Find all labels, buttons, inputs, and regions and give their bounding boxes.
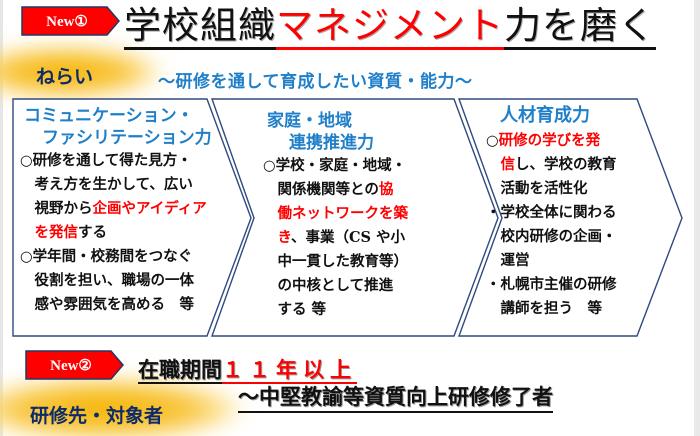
body-line: き、事業（CS や小 (277, 229, 406, 246)
panel-body: ○研修を通して得た見方・ 考え方を生かして、広い 視野から企画やアイディア を発… (20, 149, 220, 317)
chevron-panel-2 (211, 98, 499, 337)
panel-heading: 連携推進力 (289, 133, 374, 153)
title-part1: 学校組織 (124, 6, 276, 50)
body-line: ○学校・家庭・地域・ (263, 157, 407, 174)
badge-label: New② (50, 357, 92, 374)
right-edge (694, 0, 700, 436)
badge-arrow-shape (25, 350, 124, 380)
body-line: 役割を担い、職場の一体 (20, 272, 194, 289)
body-line: 運営 (486, 252, 530, 269)
body-line: 中一貫した教育等） (263, 253, 408, 270)
body-line: 関係機関等との協 (263, 181, 394, 198)
body-line: する 等 (263, 301, 327, 318)
body-line: 信し、学校の教育 (500, 156, 617, 173)
body-line: 講師を担う 等 (486, 300, 602, 317)
left-edge (0, 0, 3, 436)
body-line: 活動を活性化 (486, 180, 588, 197)
body-line: ○研修を通して得た見方・ (20, 152, 192, 169)
panel-heading: コミュニケーション・ (24, 106, 194, 126)
title-highlight: マネジメント (276, 6, 504, 50)
chevron-panel-1 (12, 98, 252, 337)
title-part3: 力を磨く (504, 6, 656, 50)
new-badge-1: New① (21, 6, 121, 36)
page-title: 学校組織マネジメント力を磨く (124, 5, 656, 50)
new-badge-2: New② (25, 350, 125, 380)
panel-community-collaboration: 家庭・地域 連携推進力 ○学校・家庭・地域・ 関係機関等との協 働ネットワークを… (263, 110, 463, 322)
aim-subtitle: ～研修を通して育成したい資質・能力～ (158, 72, 473, 92)
aim-label: ねらい (36, 66, 94, 88)
body-line: 考え方を生かして、広い (20, 176, 193, 193)
badge-label: New① (46, 13, 88, 30)
body-line: ○研修の学びを発 (486, 132, 601, 149)
body-line: ・札幌市主催の研修 (486, 276, 617, 293)
panel-communication: コミュニケーション・ ファシリテーション力 ○研修を通して得た見方・ 考え方を生… (20, 105, 220, 317)
body-line: の中核として推進 (263, 277, 394, 294)
body-line: を発信する (34, 224, 108, 241)
badge-arrow-shape (21, 6, 120, 36)
body-line: ○学年間・校務間をつなぐ (20, 248, 193, 265)
eligibility-years: １１年以上 (222, 358, 357, 384)
panel-heading: 家庭・地域 (267, 111, 352, 131)
panel-heading: ファシリテーション力 (42, 128, 212, 148)
eligibility-requirement: ～中堅教諭等資質向上研修修了者 (238, 381, 553, 413)
body-line: 視野から企画やアイディア (20, 200, 207, 217)
panel-body: ○研修の学びを発 信し、学校の教育 活動を活性化 ・学校全体に関わる 校内研修の… (486, 129, 686, 321)
eligibility-line: 在職期間１１年以上 (138, 354, 357, 384)
body-line: 感や雰囲気を高める 等 (20, 296, 194, 313)
panel-human-resource-development: 人材育成力 ○研修の学びを発 信し、学校の教育 活動を活性化 ・学校全体に関わる… (486, 105, 686, 321)
eligibility-prefix: 在職期間 (138, 358, 222, 384)
chevron-panel-3 (457, 98, 683, 337)
panel-heading: 人材育成力 (500, 105, 590, 126)
body-line: ・学校全体に関わる (486, 204, 617, 221)
body-line: 校内研修の企画・ (486, 228, 617, 245)
panel-body: ○学校・家庭・地域・ 関係機関等との協 働ネットワークを築 き、事業（CS や小… (263, 154, 463, 322)
aim-label-glow (0, 46, 160, 98)
body-line: 働ネットワークを築 (277, 205, 409, 222)
target-label: 研修先・対象者 (30, 405, 164, 427)
target-label-glow (0, 378, 240, 436)
